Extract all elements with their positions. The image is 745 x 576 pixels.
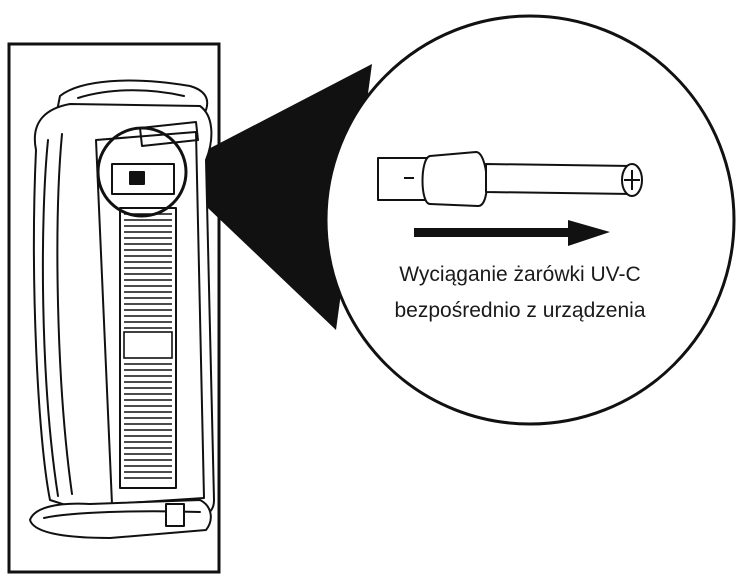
caption-line-2: bezpośrednio z urządzenia — [394, 299, 646, 322]
air-purifier-icon — [29, 79, 215, 539]
uv-c-bulb-icon — [377, 151, 643, 207]
device-control-strip — [139, 121, 199, 147]
arrow-right-icon — [414, 220, 610, 246]
grille-slats — [123, 213, 173, 479]
bulb-collar — [421, 151, 488, 207]
highlight-circle-small — [96, 126, 188, 218]
bulb-tube — [485, 163, 633, 195]
zoom-wedge — [168, 64, 372, 330]
grille-middle-panel — [123, 331, 173, 359]
uv-bulb-socket — [129, 171, 145, 185]
device-side-panel-inner — [56, 133, 73, 495]
bulb-pin — [624, 170, 640, 190]
device-cord-plug — [165, 503, 185, 527]
arrow-shaft — [414, 228, 574, 237]
magnify-circle — [324, 14, 736, 426]
arrow-head — [568, 220, 610, 246]
caption-line-1: Wyciąganie żarówki UV-C — [399, 263, 641, 286]
device-side-panel — [41, 139, 59, 497]
device-panel-frame — [7, 42, 221, 574]
bulb-base — [377, 157, 429, 201]
device-top-inner — [77, 89, 185, 99]
